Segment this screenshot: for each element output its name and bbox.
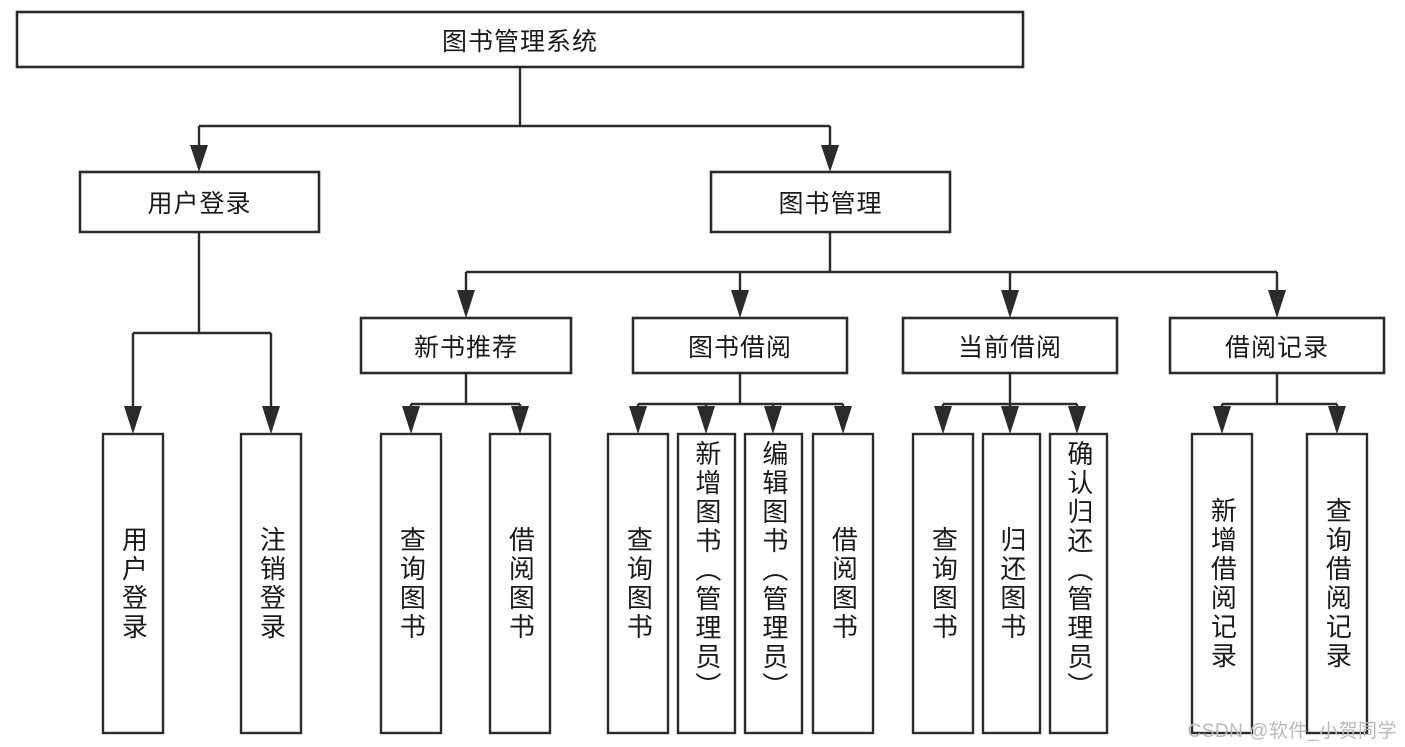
node-layer [15, 10, 1386, 735]
arrow-head-leaf-borrow-book-2 [834, 406, 852, 434]
arrow-head-leaf-return-book [1001, 406, 1019, 434]
watermark-text: CSDN @软件_小贺同学 [1187, 721, 1397, 742]
node-leaf-query-book-2[interactable] [606, 432, 670, 735]
arrow-head-current-borrow [1001, 290, 1019, 318]
arrow-head-leaf-edit-book [764, 406, 782, 434]
arrow-head-leaf-query-book-2 [629, 406, 647, 434]
node-leaf-query-record[interactable] [1305, 432, 1369, 735]
node-user-login[interactable] [78, 170, 321, 234]
node-leaf-confirm-return[interactable] [1048, 432, 1109, 735]
node-leaf-user-login[interactable] [101, 432, 165, 735]
arrow-head-leaf-query-book-1 [402, 406, 420, 434]
node-book-borrow[interactable] [631, 316, 849, 375]
arrow-head-leaf-query-record [1328, 406, 1346, 434]
node-root[interactable] [15, 10, 1025, 69]
arrow-head-leaf-logout [262, 406, 280, 434]
arrow-head-borrow-record [1268, 290, 1286, 318]
arrow-head-book-management [821, 145, 839, 172]
node-current-borrow[interactable] [901, 316, 1119, 375]
arrow-head-leaf-confirm-return [1068, 406, 1086, 434]
node-leaf-query-book-3[interactable] [911, 432, 975, 735]
node-leaf-borrow-book-2[interactable] [811, 432, 875, 735]
node-leaf-add-book[interactable] [676, 432, 737, 735]
node-borrow-record[interactable] [1168, 316, 1386, 375]
arrow-head-leaf-add-record [1213, 406, 1231, 434]
node-leaf-return-book[interactable] [981, 432, 1042, 735]
arrow-head-leaf-borrow-book-1 [511, 406, 529, 434]
arrow-head-book-borrow [731, 290, 749, 318]
arrow-head-new-book-recommend [457, 290, 475, 318]
arrow-head-leaf-add-book [697, 406, 715, 434]
node-leaf-query-book-1[interactable] [379, 432, 443, 735]
node-leaf-logout[interactable] [239, 432, 303, 735]
node-leaf-borrow-book-1[interactable] [488, 432, 552, 735]
arrow-head-leaf-query-book-3 [934, 406, 952, 434]
node-book-management[interactable] [709, 170, 952, 234]
arrow-head-leaf-user-login [124, 406, 142, 434]
node-leaf-edit-book[interactable] [743, 432, 804, 735]
arrow-head-user-login [190, 145, 208, 172]
node-new-book-recommend[interactable] [359, 316, 573, 375]
connector-layer [124, 67, 1346, 434]
node-leaf-add-record[interactable] [1190, 432, 1254, 735]
